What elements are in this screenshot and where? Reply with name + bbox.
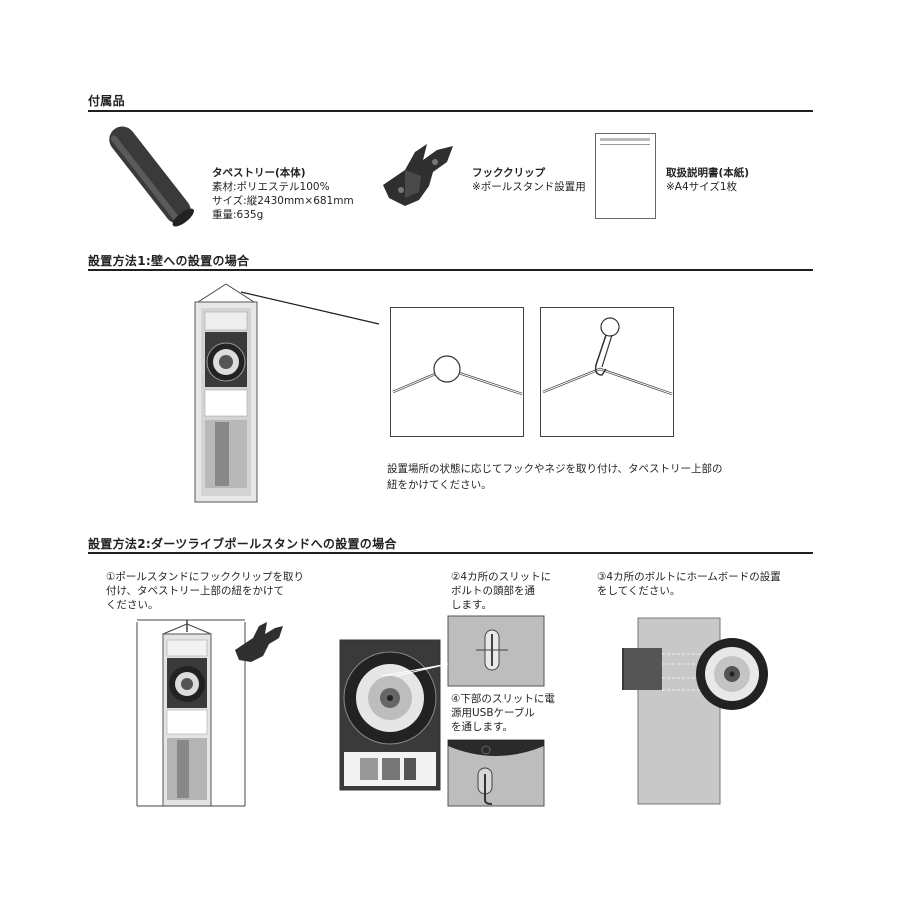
method1-caption-line2: 紐をかけてください。: [387, 479, 492, 491]
rolled-tapestry-image: [109, 126, 194, 227]
method2-title: 設置方法2:ダーツライブポールスタンドへの設置の場合: [88, 537, 397, 551]
method1-caption-line1: 設置場所の状態に応じてフックやネジを取り付け、タペストリー上部の: [387, 463, 723, 475]
step4-line3: を通します。: [451, 721, 513, 733]
step2-line2: ボルトの頭部を通: [451, 585, 535, 597]
step3-line2: をしてください。: [597, 585, 681, 597]
tapestry-name: タペストリー(本体): [212, 167, 306, 179]
tapestry-size: サイズ:縦2430mm×681mm: [212, 195, 354, 207]
usb-slit-detail: [447, 739, 545, 807]
pole-stand-image: [136, 619, 283, 807]
step4-line1: ④下部のスリットに電: [451, 693, 555, 705]
home-board-install-image: [622, 617, 768, 805]
method2-rule: [88, 552, 813, 554]
wall-screw-detail: [390, 307, 524, 437]
method1-rule: [88, 269, 813, 271]
manual-note: ※A4サイズ1枚: [666, 181, 738, 193]
bolt-slit-detail: [447, 615, 545, 687]
step4-line2: 源用USBケーブル: [451, 707, 535, 719]
manual-image: [595, 133, 656, 219]
method1-title: 設置方法1:壁への設置の場合: [88, 254, 250, 268]
step2-line3: します。: [451, 599, 492, 611]
tapestry-material: 素材:ポリエステル100%: [212, 181, 330, 193]
hook-clip-name: フッククリップ: [472, 167, 546, 179]
step1-line3: ください。: [106, 599, 159, 611]
tapestry-weight: 重量:635g: [212, 209, 264, 221]
tapestry-wall-image: [194, 283, 380, 503]
board-closeup-image: [339, 639, 441, 791]
manual-name: 取扱説明書(本紙): [666, 167, 750, 179]
step3-line1: ③4カ所のボルトにホームボードの設置: [597, 571, 781, 583]
step2-line1: ②4カ所のスリットに: [451, 571, 552, 583]
bolt-pointer-lines: [381, 663, 449, 677]
hook-clip-note: ※ポールスタンド設置用: [472, 181, 586, 193]
step1-line2: 付け、タペストリー上部の紐をかけて: [106, 585, 284, 597]
accessories-rule: [88, 110, 813, 112]
wall-hook-detail: [540, 307, 674, 437]
accessories-title: 付属品: [88, 94, 125, 108]
step1-line1: ①ポールスタンドにフッククリップを取り: [106, 571, 304, 583]
hook-clip-image: [383, 144, 453, 206]
